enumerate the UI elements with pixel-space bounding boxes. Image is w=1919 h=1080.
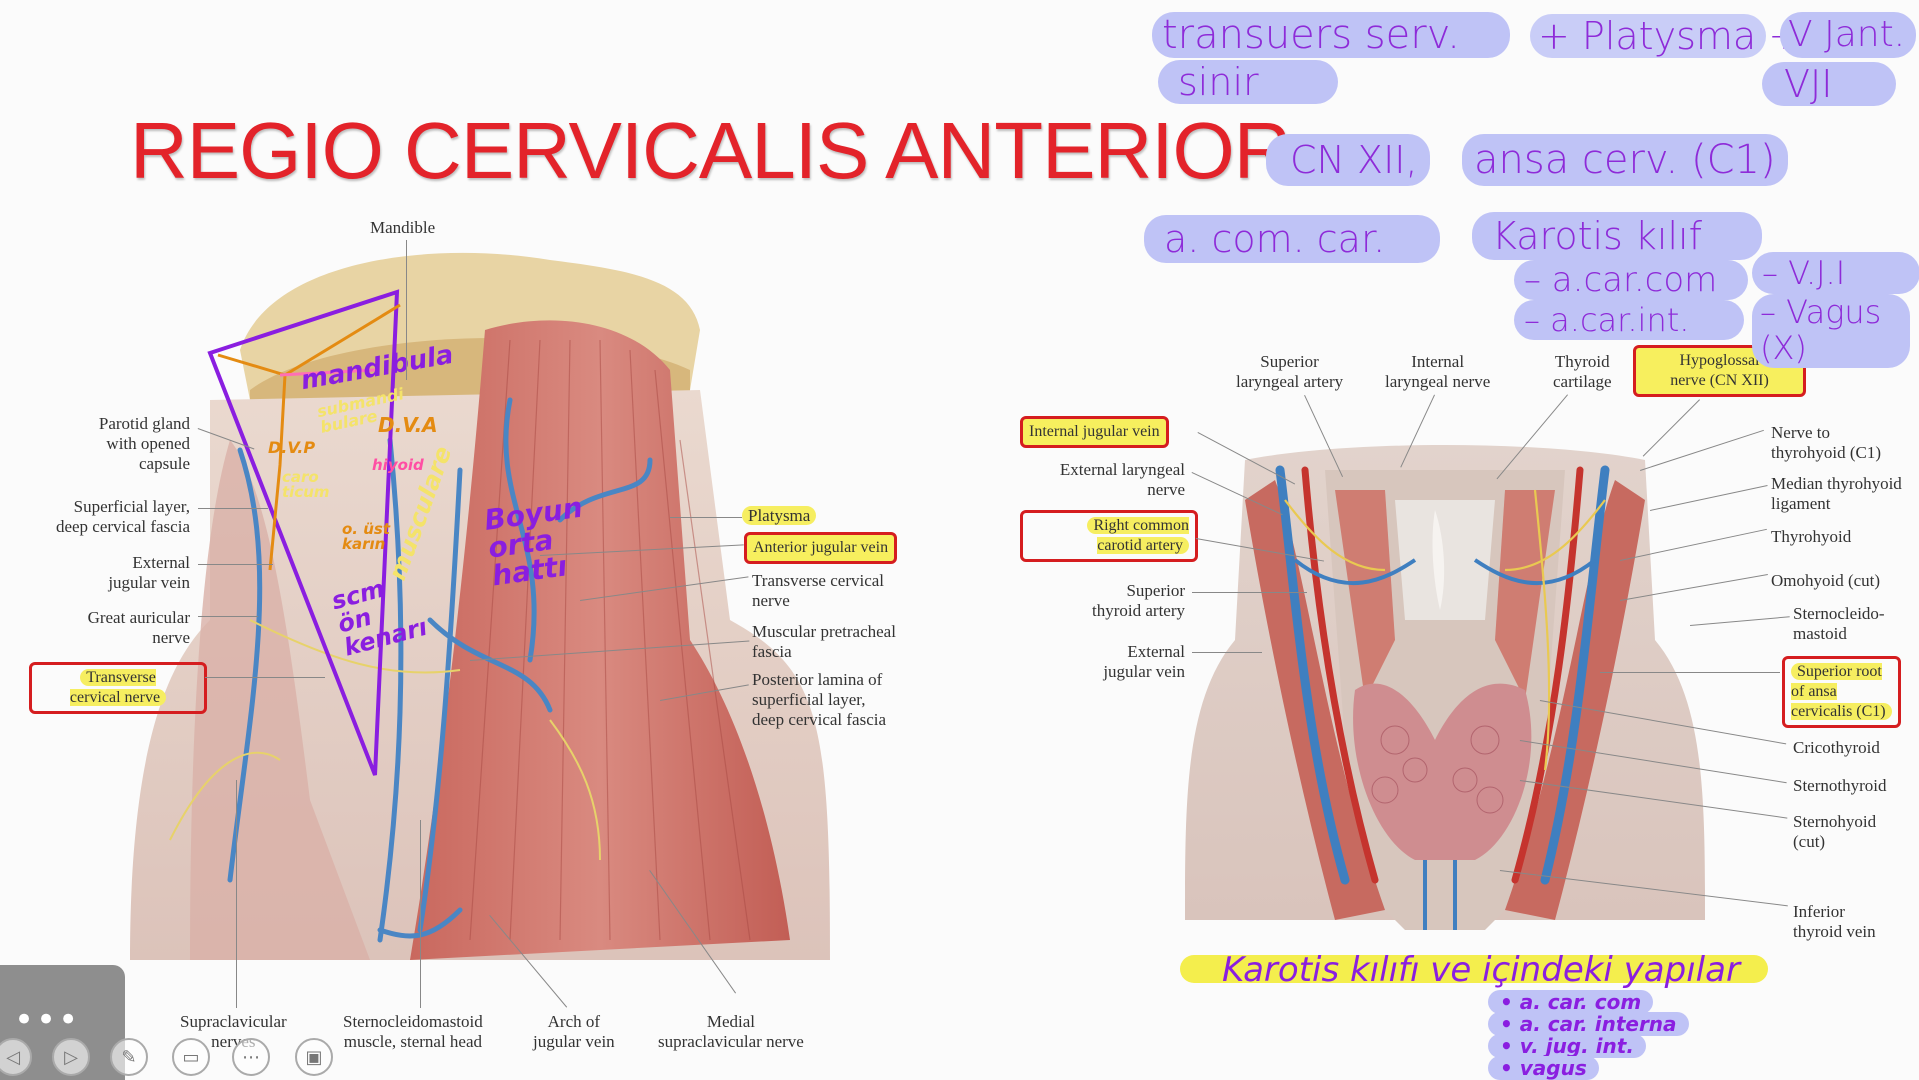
note-a-com-car: a. com. car. [1144, 215, 1440, 263]
next-icon[interactable]: ▷ [52, 1038, 90, 1076]
label-int-laryngeal: Internal laryngeal nerve [1385, 352, 1491, 391]
label-transverse-boxed: Transverse cervical nerve [29, 662, 207, 714]
note-vji-2: – V.J.I [1752, 252, 1919, 294]
label-thyrohyoid: Thyrohyoid [1771, 527, 1852, 546]
leader-platysma [670, 517, 742, 518]
leader-transverse-boxed [205, 677, 325, 678]
leader-superficial [198, 508, 268, 509]
note-platysma: + Platysma + [1530, 14, 1800, 58]
label-posterior-lamina: Posterior lamina of superficial layer, d… [752, 670, 887, 729]
note-cn-xii: CN XII, [1266, 134, 1430, 186]
present-icon[interactable]: ▣ [295, 1038, 333, 1076]
more-options-button[interactable]: ••• [14, 1000, 81, 1040]
label-sternothyroid: Sternothyroid [1793, 776, 1887, 795]
label-mandible: Mandible [370, 218, 436, 237]
label-medial-supra: Medial supraclavicular nerve [658, 1012, 804, 1051]
leader-sup-thyroid [1192, 592, 1307, 593]
label-nerve-thyrohyoid: Nerve to thyrohyoid (C1) [1771, 423, 1882, 462]
screen-icon[interactable]: ▭ [172, 1038, 210, 1076]
pen-icon[interactable]: ✎ [110, 1038, 148, 1076]
note-v-jant: V Jant. [1780, 12, 1916, 58]
label-omohyoid: Omohyoid (cut) [1771, 571, 1881, 590]
anno-dvp: D.V.P [268, 438, 316, 457]
note-sinir: sinir [1158, 60, 1338, 104]
label-parotid: Parotid gland with opened capsule [98, 414, 190, 473]
note-transvers-serv: transuers serv. [1152, 12, 1510, 58]
label-ext-laryngeal: External laryngeal nerve [1059, 460, 1185, 499]
label-ext-jugular: External jugular vein [108, 553, 190, 592]
label-anterior-jugular-boxed: Anterior jugular vein [744, 532, 898, 564]
anno-caroticum: caro ticum [282, 468, 330, 501]
leader-mandible [406, 240, 407, 380]
note-a-car-com: – a.car.com [1514, 260, 1748, 300]
prev-icon[interactable]: ◁ [0, 1038, 32, 1076]
label-sternohyoid: Sternohyoid (cut) [1793, 812, 1877, 851]
anno-boyun-orta-hatti: Boyun orta hattı [482, 490, 585, 593]
label-internal-jugular-boxed: Internal jugular vein [1020, 416, 1169, 448]
note-a-car-int: – a.car.int. [1514, 300, 1744, 340]
label-arch: Arch of jugular vein [533, 1012, 615, 1051]
anno-dva: D.V.A [378, 413, 438, 437]
label-median-thyrohyoid: Median thyrohyoid ligament [1771, 474, 1902, 513]
label-transverse-cervical: Transverse cervical nerve [752, 571, 885, 610]
caption-item-v-jug-int: • v. jug. int. [1488, 1034, 1646, 1058]
left-neck-illustration [130, 252, 830, 960]
anno-ust-karin: o. üst karın [342, 520, 391, 553]
label-platysma: Platysma [742, 506, 817, 526]
note-vji: VJI [1762, 62, 1896, 106]
label-sup-thyroid: Superior thyroid artery [1092, 581, 1185, 620]
label-ext-jugular-right: External jugular vein [1103, 642, 1185, 681]
anno-hiyoid: hiyoid [372, 456, 424, 474]
slide-title: REGIO CERVICALIS ANTERIOR [130, 106, 1291, 195]
caption-text: Karotis kılıfı ve içindeki yapılar [1222, 950, 1740, 990]
label-sup-laryngeal: Superior laryngeal artery [1236, 352, 1344, 391]
caption-item-a-car-com: • a. car. com [1488, 990, 1654, 1014]
leader-great-auricular [198, 616, 258, 617]
grid-icon[interactable]: ⋯ [232, 1038, 270, 1076]
note-vagus: – Vagus (X) [1752, 294, 1910, 368]
label-thyroid-cart: Thyroid cartilage [1553, 352, 1612, 391]
label-superior-root-boxed: Superior root of ansa cervicalis (C1) [1782, 656, 1901, 728]
caption-item-vagus: • vagus [1488, 1056, 1599, 1080]
label-superficial: Superficial layer, deep cervical fascia [55, 497, 190, 536]
leader-ext-jugular-right [1192, 652, 1262, 653]
label-sternocleido: Sternocleido- mastoid [1793, 604, 1885, 643]
label-cricothyroid: Cricothyroid [1793, 738, 1880, 757]
note-karotis-kilif: Karotis kılıf [1472, 212, 1762, 260]
leader-superior-root [1600, 672, 1780, 673]
leader-ext-jugular [198, 564, 273, 565]
label-muscular-pretracheal: Muscular pretracheal fascia [752, 622, 896, 661]
label-scm: Sternocleidomastoid muscle, sternal head [343, 1012, 483, 1051]
caption-item-a-car-interna: • a. car. interna [1488, 1012, 1689, 1036]
label-great-auricular: Great auricular nerve [87, 608, 190, 647]
right-neck-illustration [1185, 445, 1705, 930]
caption-highlight [1180, 955, 1768, 983]
leader-scm [420, 820, 421, 1008]
leader-supraclavicular [236, 780, 237, 1008]
note-ansa-cerv: ansa cerv. (C1) [1462, 134, 1788, 186]
label-inferior-thyroid: Inferior thyroid vein [1793, 902, 1876, 941]
label-right-common-carotid-boxed: Right common carotid artery [1020, 510, 1198, 562]
